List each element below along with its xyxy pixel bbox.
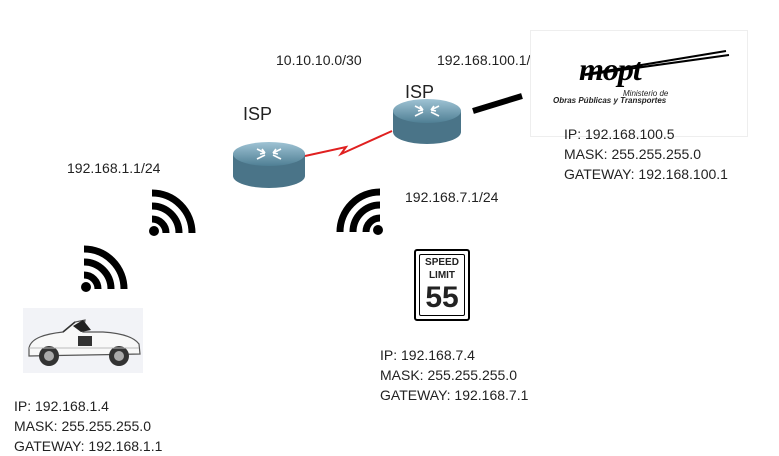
router-icon[interactable] — [232, 140, 306, 190]
mopt-host-info: IP: 192.168.100.5 MASK: 255.255.255.0 GA… — [564, 124, 728, 184]
car-image — [28, 319, 141, 366]
wan-subnet-label: 10.10.10.0/30 — [276, 52, 362, 68]
serial-link — [304, 130, 393, 157]
car-mask: MASK: 255.255.255.0 — [14, 418, 151, 434]
wifi-icon — [336, 188, 383, 235]
logo-line1: Ministerio de — [623, 89, 669, 98]
car-host-info: IP: 192.168.1.4 MASK: 255.255.255.0 GATE… — [14, 396, 162, 456]
car-gateway: GATEWAY: 192.168.1.1 — [14, 438, 163, 454]
wifi-icon — [149, 189, 196, 236]
logo-brand: mopt — [579, 51, 642, 87]
sign-gateway: GATEWAY: 192.168.7.1 — [380, 387, 529, 403]
wifi-icon — [81, 245, 128, 292]
right-router-label: ISP — [405, 82, 435, 102]
logo-line2: Obras Públicas y Transportes — [553, 96, 667, 105]
car-ip: IP: 192.168.1.4 — [14, 398, 109, 414]
left-gateway-label: 192.168.1.1/24 — [67, 160, 161, 176]
mopt-mask: MASK: 255.255.255.0 — [564, 146, 701, 162]
router-icon[interactable] — [392, 98, 462, 146]
mopt-ip: IP: 192.168.100.5 — [564, 126, 675, 142]
left-router-label: ISP — [243, 104, 273, 124]
ethernet-link — [472, 93, 523, 114]
sign-line1: SPEED — [425, 257, 459, 268]
mopt-gateway: GATEWAY: 192.168.100.1 — [564, 166, 728, 182]
sign-number: 55 — [425, 281, 459, 314]
mopt-logo: mopt Ministerio de Obras Públicas y Tran… — [530, 30, 748, 137]
sign-mask: MASK: 255.255.255.0 — [380, 367, 517, 383]
speed-limit-sign: SPEED LIMIT 55 — [414, 249, 470, 321]
sign-host-info: IP: 192.168.7.4 MASK: 255.255.255.0 GATE… — [380, 345, 528, 405]
logo-stripes — [580, 50, 730, 76]
mopt-gateway-label: 192.168.100.1/24 — [437, 52, 546, 68]
right-gateway-label: 192.168.7.1/24 — [405, 189, 499, 205]
sign-line2: LIMIT — [428, 270, 456, 281]
sign-ip: IP: 192.168.7.4 — [380, 347, 475, 363]
